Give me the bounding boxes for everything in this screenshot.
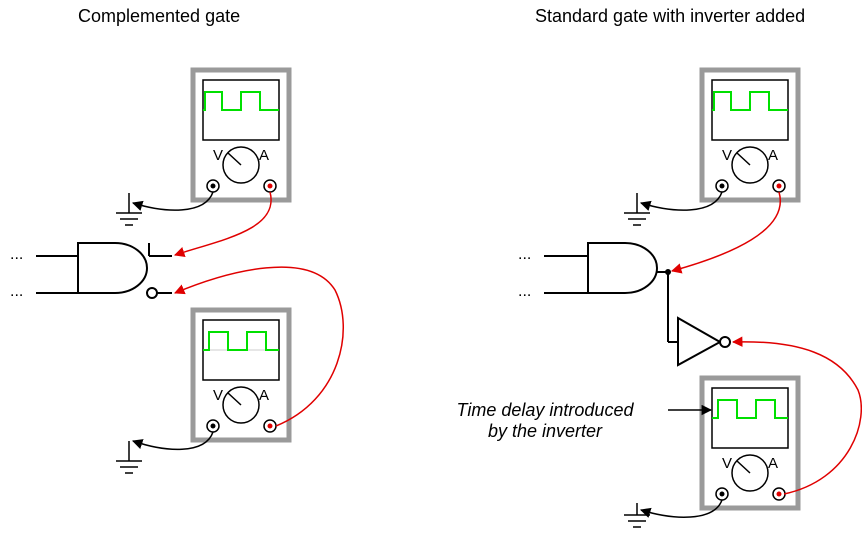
annotation-line-1: Time delay introduced	[456, 400, 634, 420]
amps-label: A	[259, 387, 269, 404]
right-panel-title: Standard gate with inverter added	[535, 6, 806, 26]
nand-gate	[36, 242, 172, 299]
junction-dot	[665, 269, 671, 275]
ground-lead-bottom-left	[132, 431, 214, 450]
volts-label: V	[213, 387, 223, 404]
amps-label: A	[768, 455, 778, 472]
volts-label: V	[722, 147, 732, 164]
ground-lead-bottom-right	[639, 499, 723, 518]
amps-label: A	[768, 147, 778, 164]
amps-label: A	[259, 147, 269, 164]
ground-symbol-bottom-left	[116, 441, 142, 474]
ground-symbol-top-left	[116, 193, 142, 226]
volts-label: V	[722, 455, 732, 472]
ground-symbol-top-right	[624, 193, 650, 226]
red-probe-lead-to-inverter-output	[731, 336, 862, 495]
oscilloscope-bottom-right: V A	[699, 375, 801, 511]
time-delay-annotation: Time delay introduced by the inverter	[420, 400, 670, 442]
input-ellipsis-b: ...	[10, 283, 23, 300]
ground-lead-top-right	[639, 191, 723, 211]
input-ellipsis-a: ...	[10, 246, 23, 263]
oscilloscope-top-left: V A	[190, 67, 292, 203]
ground-symbol-bottom-right	[624, 503, 650, 528]
annotation-line-2: by the inverter	[487, 421, 603, 441]
volts-label: V	[213, 147, 223, 164]
input-ellipsis-c: ...	[518, 246, 531, 263]
red-probe-lead-to-nand-output	[174, 266, 344, 427]
inverter-gate	[677, 316, 731, 367]
left-panel-title: Complemented gate	[78, 6, 241, 26]
red-probe-lead-to-and-output	[174, 191, 272, 257]
input-ellipsis-d: ...	[518, 283, 531, 300]
ground-lead-top-left	[131, 191, 214, 211]
oscilloscope-top-right: V A	[699, 67, 801, 203]
red-probe-lead-to-junction	[670, 191, 782, 274]
oscilloscope-bottom-left: V A	[190, 307, 292, 443]
and-gate	[544, 242, 678, 343]
